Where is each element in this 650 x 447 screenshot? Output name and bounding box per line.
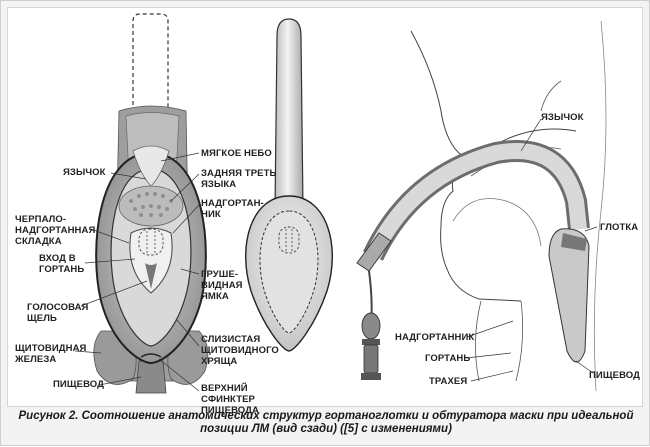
left-leader-lines xyxy=(74,152,200,392)
label-uvula-right: ЯЗЫЧОК xyxy=(541,112,584,123)
laryngeal-mask-device xyxy=(244,18,334,352)
label-epiglottis-right: НАДГОРТАННИК xyxy=(395,332,475,343)
right-sagittal-view xyxy=(356,20,607,392)
label-soft-palate: МЯГКОЕ НЕБО xyxy=(201,148,272,159)
caption-line-1: Рисунок 2. Соотношение анатомических стр… xyxy=(18,410,634,422)
label-esophagus-right: ПИЩЕВОД xyxy=(589,370,641,381)
label-glottis: ГОЛОСОВАЯ ЩЕЛЬ xyxy=(27,302,89,324)
label-aryepiglottic-fold: ЧЕРПАЛО- НАДГОРТАННАЯ СКЛАДКА xyxy=(15,214,96,247)
label-thyroid-gland: ЩИТОВИДНАЯ ЖЕЛЕЗА xyxy=(15,343,87,365)
label-epiglottis-left: НАДГОРТАН- НИК xyxy=(201,198,264,220)
label-uvula: ЯЗЫЧОК xyxy=(63,167,106,178)
right-leader-lines xyxy=(465,118,598,382)
caption-line-2: позиции ЛМ (вид сзади) ([5] с изменениям… xyxy=(200,423,452,435)
label-upper-sphincter: ВЕРХНИЙ СФИНКТЕР ПИЩЕВОДА xyxy=(201,383,259,416)
label-laryngeal-inlet: ВХОД В ГОРТАНЬ xyxy=(39,253,85,275)
label-tongue-base: ЗАДНЯЯ ТРЕТЬ ЯЗЫКА xyxy=(201,168,277,190)
label-piriform-fossa: ГРУШЕ- ВИДНАЯ ЯМКА xyxy=(201,269,243,302)
label-esophagus-left: ПИЩЕВОД xyxy=(53,379,105,390)
figure-caption: Рисунок 2. Соотношение анатомических стр… xyxy=(1,410,650,436)
label-trachea: ТРАХЕЯ xyxy=(429,376,468,387)
label-pharynx: ГЛОТКА xyxy=(600,222,639,233)
label-larynx: ГОРТАНЬ xyxy=(425,353,471,364)
label-thyroid-cartilage-mucosa: СЛИЗИСТАЯ ЩИТОВИДНОГО ХРЯЩА xyxy=(201,334,279,367)
